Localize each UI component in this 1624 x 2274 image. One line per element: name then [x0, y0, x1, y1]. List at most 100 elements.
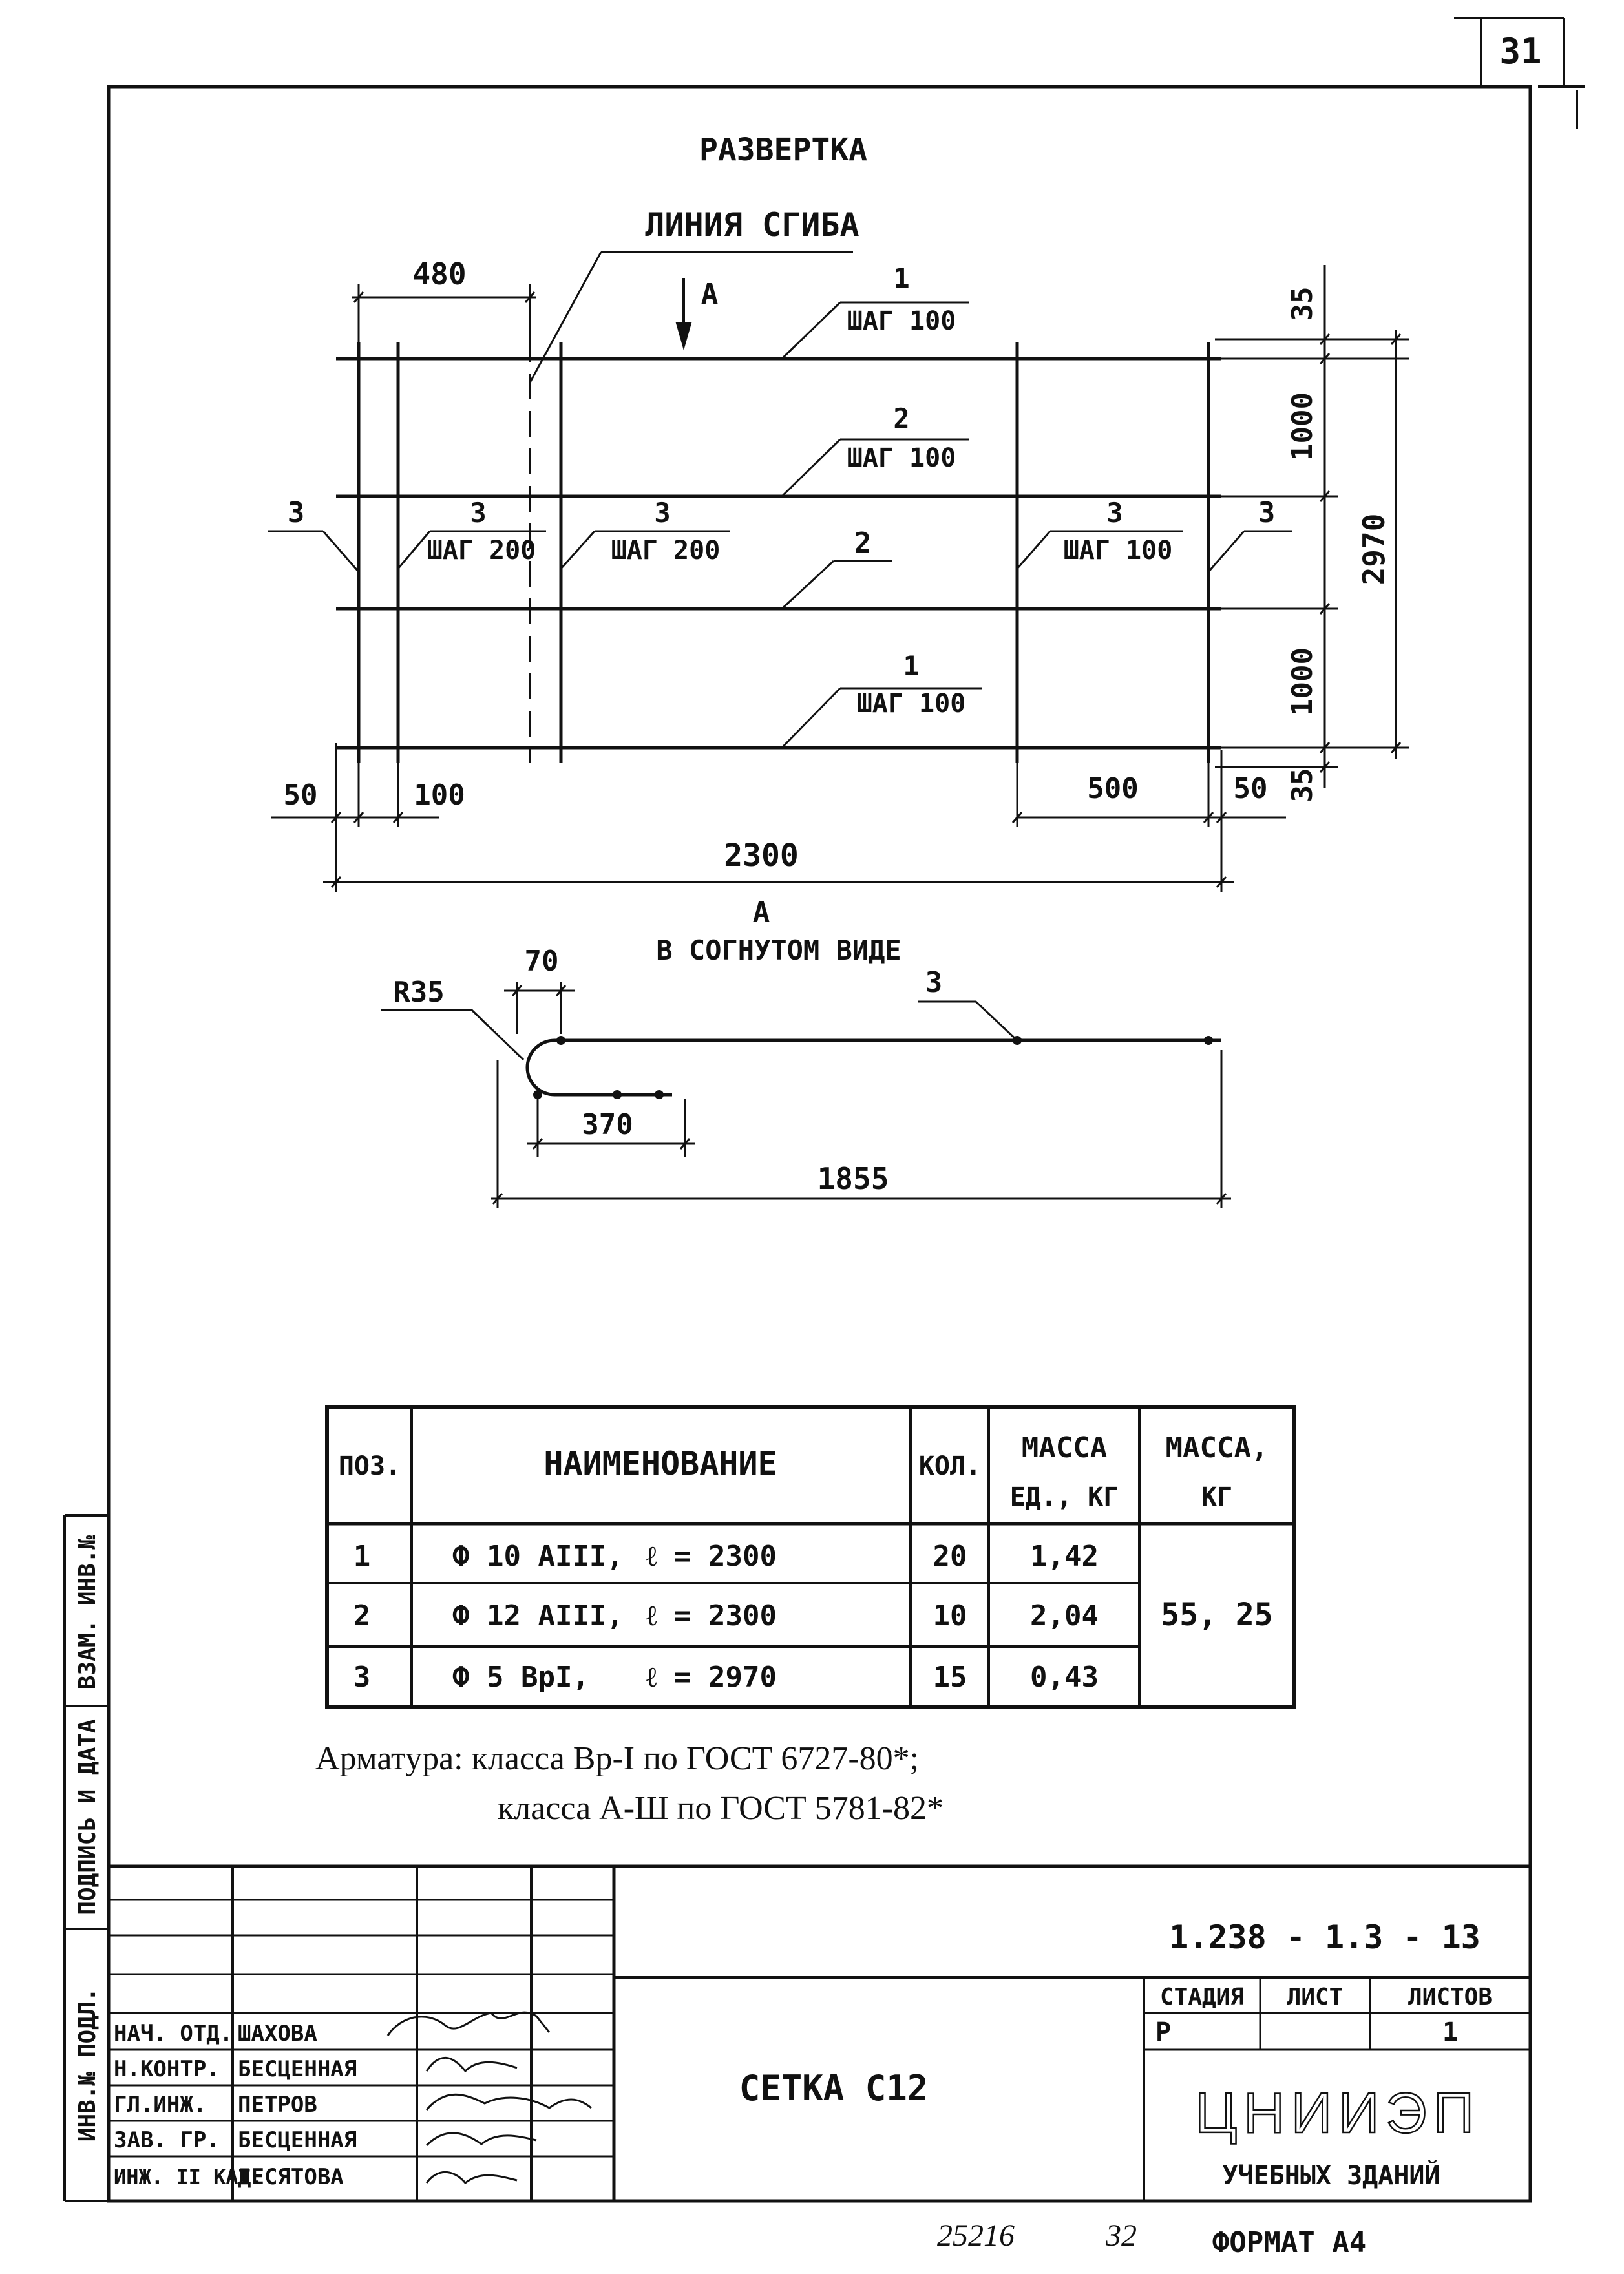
callout-3-c-step: ШАГ 100 — [1064, 536, 1173, 565]
row-qty: 10 — [933, 1599, 967, 1632]
org-name: ЦНИИЭП — [1195, 2081, 1481, 2145]
col-header-unit-mass-2: ЕД., КГ — [1010, 1482, 1119, 1512]
callout-1-bottom-step: ШАГ 100 — [857, 689, 966, 719]
table-row: 2 Ф 12 АIII, ℓ = 2300 10 2,04 — [353, 1599, 1099, 1632]
dim-35-bottom: 35 — [1286, 768, 1319, 803]
dim-1000-bottom: 1000 — [1286, 647, 1319, 716]
callout-3-b-pos: 3 — [654, 497, 670, 529]
bent-pos-3: 3 — [925, 966, 943, 999]
dim-480: 480 — [412, 257, 466, 291]
dim-2300: 2300 — [724, 837, 799, 874]
archive-code: 25216 — [937, 2218, 1015, 2253]
callout-3-a-step: ШАГ 200 — [427, 536, 536, 565]
row-qty: 20 — [933, 1540, 967, 1573]
dim-50-left: 50 — [284, 779, 318, 812]
dim-370: 370 — [582, 1108, 633, 1141]
dim-2970: 2970 — [1356, 514, 1391, 585]
dim-70: 70 — [525, 945, 559, 978]
row-pos: 3 — [353, 1661, 371, 1694]
col-header-unit-mass-1: МАССА — [1022, 1431, 1107, 1464]
page-number: 31 — [1499, 31, 1541, 72]
callout-2-top-step: ШАГ 100 — [847, 443, 956, 473]
dim-50-right: 50 — [1234, 772, 1268, 805]
callout-3-right: 3 — [1258, 496, 1276, 529]
bent-view-label: В СОГНУТОМ ВИДЕ — [656, 934, 901, 966]
row-unit-mass: 2,04 — [1030, 1599, 1099, 1632]
callout-2-top-pos: 2 — [893, 403, 909, 434]
role-label: ИНЖ. II КАТ. — [114, 2165, 263, 2189]
row-unit-mass: 1,42 — [1030, 1540, 1099, 1573]
stage-value: Р — [1155, 2017, 1171, 2047]
format-label: ФОРМАТ А4 — [1212, 2226, 1366, 2259]
table-row: 1 Ф 10 АIII, ℓ = 2300 20 1,42 — [353, 1540, 1099, 1573]
col-header-mass-2: КГ — [1201, 1482, 1232, 1512]
dim-1855: 1855 — [817, 1161, 889, 1196]
title-block — [109, 1864, 1530, 2201]
bent-view-letter: А — [753, 896, 770, 929]
row-length: ℓ = 2970 — [646, 1661, 777, 1694]
fold-line-label: ЛИНИЯ СГИБА — [645, 206, 859, 244]
handwritten-signatures — [386, 2011, 592, 2185]
row-pos: 1 — [353, 1540, 371, 1573]
signature-row: ИНЖ. II КАТ. ДЕСЯТОВА — [114, 2164, 344, 2190]
col-header-pos: ПОЗ. — [339, 1451, 401, 1481]
note-line-1: Арматура: класса Вр-I по ГОСТ 6727-80*; — [315, 1740, 919, 1777]
stamp-original-inv: ИНВ.№ ПОДЛ. — [74, 1988, 101, 2142]
row-diameter: Ф 12 АIII, — [452, 1599, 624, 1632]
spec-table — [325, 1405, 1296, 1709]
callout-3-a-pos: 3 — [470, 497, 486, 529]
stamp-replacement-inv: ВЗАМ. ИНВ.№ — [74, 1535, 101, 1689]
dim-35-top: 35 — [1286, 287, 1319, 321]
role-label: ЗАВ. ГР. — [114, 2127, 220, 2153]
role-label: Н.КОНТР. — [114, 2056, 220, 2082]
row-qty: 15 — [933, 1661, 967, 1694]
bend-radius: R35 — [393, 976, 444, 1009]
mesh-plan — [336, 336, 1221, 763]
callout-3-b-step: ШАГ 200 — [611, 536, 721, 565]
callout-1-top-step: ШАГ 100 — [847, 306, 956, 336]
row-length: ℓ = 2300 — [646, 1540, 777, 1573]
table-row: 3 Ф 5 ВрI, ℓ = 2970 15 0,43 — [353, 1661, 1099, 1694]
role-label: НАЧ. ОТД. — [114, 2021, 233, 2047]
col-header-qty: КОЛ. — [919, 1451, 981, 1481]
callout-1-top-pos: 1 — [893, 262, 909, 294]
person-name: ШАХОВА — [238, 2021, 317, 2047]
doc-code: 1.238 - 1.3 - 13 — [1169, 1919, 1481, 1956]
person-name: БЕСЦЕННАЯ — [238, 2127, 357, 2153]
row-unit-mass: 0,43 — [1030, 1661, 1099, 1694]
signature-row: ГЛ.ИНЖ. ПЕТРОВ — [114, 2092, 317, 2118]
callout-3-left: 3 — [288, 496, 305, 529]
signature-row: Н.КОНТР. БЕСЦЕННАЯ — [114, 2056, 357, 2082]
org-subtitle: УЧЕБНЫХ ЗДАНИЙ — [1222, 2160, 1440, 2191]
row-length: ℓ = 2300 — [646, 1599, 777, 1632]
view-arrow-label: А — [701, 278, 719, 311]
dim-500: 500 — [1087, 772, 1138, 805]
person-name: БЕСЦЕННАЯ — [238, 2056, 357, 2082]
row-diameter: Ф 10 АIII, — [452, 1540, 624, 1573]
dim-100: 100 — [414, 779, 465, 812]
callout-2-mid: 2 — [854, 527, 872, 560]
sheet-code: 32 — [1105, 2218, 1137, 2253]
stage-header: СТАДИЯ — [1160, 1984, 1244, 2010]
person-name: ПЕТРОВ — [238, 2092, 317, 2118]
sheet-name: СЕТКА С12 — [739, 2068, 929, 2109]
col-header-name: НАИМЕНОВАНИЕ — [543, 1445, 777, 1482]
row-diameter: Ф 5 ВрI, — [452, 1661, 589, 1694]
callout-3-c-pos: 3 — [1106, 497, 1123, 529]
drawing-title: РАЗВЕРТКА — [699, 132, 867, 168]
role-label: ГЛ.ИНЖ. — [114, 2092, 206, 2118]
col-header-mass-1: МАССА, — [1166, 1431, 1269, 1464]
note-line-2: класса А-Ш по ГОСТ 5781-82* — [498, 1790, 944, 1827]
signature-row: НАЧ. ОТД. ШАХОВА — [114, 2021, 317, 2047]
row-pos: 2 — [353, 1599, 371, 1632]
sheets-value: 1 — [1442, 2017, 1458, 2047]
total-mass: 55, 25 — [1161, 1597, 1272, 1633]
sheet-header: ЛИСТ — [1287, 1984, 1344, 2010]
callout-1-bottom-pos: 1 — [903, 650, 919, 682]
stamp-signature-date: ПОДПИСЬ И ДАТА — [74, 1719, 101, 1915]
sheets-header: ЛИСТОВ — [1408, 1984, 1492, 2010]
dim-1000-top: 1000 — [1286, 392, 1319, 461]
bent-bar — [525, 1038, 1221, 1097]
signature-row: ЗАВ. ГР. БЕСЦЕННАЯ — [114, 2127, 357, 2153]
